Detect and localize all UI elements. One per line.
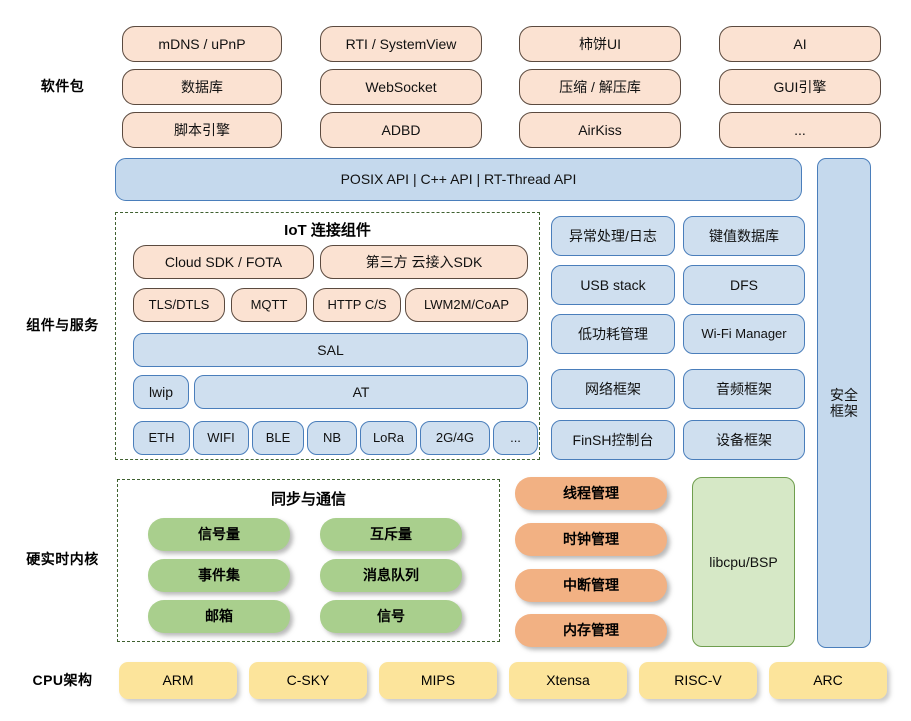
iot-lwip-block[interactable]: lwip: [133, 375, 189, 409]
kernel-sync-item[interactable]: 互斥量: [320, 518, 462, 551]
libcpu-bsp-block[interactable]: libcpu/BSP: [692, 477, 795, 647]
component-item[interactable]: 设备框架: [683, 420, 805, 460]
cpu-arch-item[interactable]: MIPS: [379, 662, 497, 699]
cpu-arch-item[interactable]: ARM: [119, 662, 237, 699]
kernel-management-item[interactable]: 中断管理: [515, 569, 667, 602]
iot-sdk-item[interactable]: 第三方 云接入SDK: [320, 245, 528, 279]
component-item[interactable]: 音频框架: [683, 369, 805, 409]
kernel-sync-item[interactable]: 信号量: [148, 518, 290, 551]
iot-link-item[interactable]: ...: [493, 421, 538, 455]
component-item[interactable]: 键值数据库: [683, 216, 805, 256]
software-package-item[interactable]: 柿饼UI: [519, 26, 681, 62]
component-item[interactable]: 异常处理/日志: [551, 216, 675, 256]
iot-sdk-item[interactable]: Cloud SDK / FOTA: [133, 245, 314, 279]
cpu-arch-item[interactable]: C-SKY: [249, 662, 367, 699]
security-framework-block[interactable]: 安全 框架: [817, 158, 871, 648]
cpu-arch-item[interactable]: Xtensa: [509, 662, 627, 699]
kernel-sync-item[interactable]: 消息队列: [320, 559, 462, 592]
component-item[interactable]: Wi-Fi Manager: [683, 314, 805, 354]
row-label-components-services: 组件与服务: [26, 317, 99, 333]
kernel-sync-item[interactable]: 事件集: [148, 559, 290, 592]
software-package-item[interactable]: mDNS / uPnP: [122, 26, 282, 62]
iot-sal-block[interactable]: SAL: [133, 333, 528, 367]
iot-protocol-item[interactable]: TLS/DTLS: [133, 288, 225, 322]
software-package-item[interactable]: GUI引擎: [719, 69, 881, 105]
row-label-hard-realtime-kernel: 硬实时内核: [26, 551, 99, 567]
security-framework-line2: 框架: [830, 403, 858, 419]
kernel-sync-item[interactable]: 邮箱: [148, 600, 290, 633]
component-item[interactable]: 网络框架: [551, 369, 675, 409]
iot-group-title: IoT 连接组件: [284, 222, 371, 239]
software-package-item[interactable]: RTI / SystemView: [320, 26, 482, 62]
sync-group-title: 同步与通信: [270, 491, 346, 508]
security-framework-line1: 安全: [830, 386, 858, 403]
row-label-cpu-architecture: CPU架构: [32, 672, 93, 688]
api-bar[interactable]: POSIX API | C++ API | RT-Thread API: [115, 158, 802, 201]
software-package-item[interactable]: 压缩 / 解压库: [519, 69, 681, 105]
iot-link-item[interactable]: 2G/4G: [420, 421, 490, 455]
cpu-arch-item[interactable]: RISC-V: [639, 662, 757, 699]
row-label-software-packages: 软件包: [40, 78, 85, 94]
software-package-item[interactable]: AirKiss: [519, 112, 681, 148]
kernel-management-item[interactable]: 内存管理: [515, 614, 667, 647]
iot-link-item[interactable]: WIFI: [193, 421, 249, 455]
software-package-item[interactable]: 脚本引擎: [122, 112, 282, 148]
software-package-item[interactable]: AI: [719, 26, 881, 62]
iot-at-block[interactable]: AT: [194, 375, 528, 409]
kernel-management-item[interactable]: 线程管理: [515, 477, 667, 510]
component-item[interactable]: FinSH控制台: [551, 420, 675, 460]
iot-link-item[interactable]: ETH: [133, 421, 190, 455]
kernel-sync-item[interactable]: 信号: [320, 600, 462, 633]
iot-protocol-item[interactable]: LWM2M/CoAP: [405, 288, 528, 322]
component-item[interactable]: DFS: [683, 265, 805, 305]
software-package-item[interactable]: ...: [719, 112, 881, 148]
software-package-item[interactable]: WebSocket: [320, 69, 482, 105]
iot-link-item[interactable]: LoRa: [360, 421, 417, 455]
component-item[interactable]: USB stack: [551, 265, 675, 305]
iot-link-item[interactable]: NB: [307, 421, 357, 455]
software-package-item[interactable]: ADBD: [320, 112, 482, 148]
component-item[interactable]: 低功耗管理: [551, 314, 675, 354]
kernel-management-item[interactable]: 时钟管理: [515, 523, 667, 556]
cpu-arch-item[interactable]: ARC: [769, 662, 887, 699]
iot-group-frame: [115, 212, 540, 460]
iot-link-item[interactable]: BLE: [252, 421, 304, 455]
iot-protocol-item[interactable]: MQTT: [231, 288, 307, 322]
iot-protocol-item[interactable]: HTTP C/S: [313, 288, 401, 322]
sync-group-frame: [117, 479, 500, 642]
software-package-item[interactable]: 数据库: [122, 69, 282, 105]
